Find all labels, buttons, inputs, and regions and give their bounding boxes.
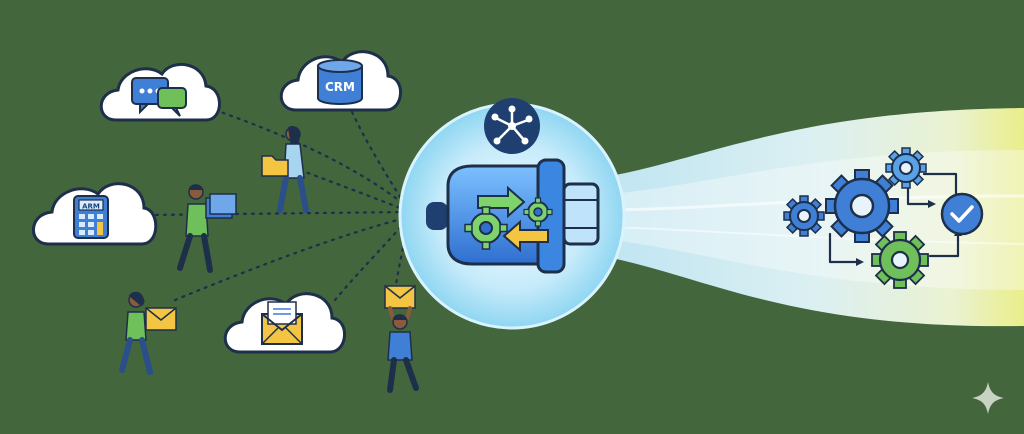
person-carrying-folder (261, 126, 309, 213)
checkmark-circle-icon (940, 192, 984, 236)
document-stack-icon (205, 193, 237, 219)
gear-icon (825, 169, 899, 243)
accounting-cloud: ARM (32, 182, 158, 246)
chat-cloud (99, 63, 221, 122)
network-node-icon (484, 98, 540, 154)
gear-icon (523, 197, 553, 227)
gear-icon (885, 147, 927, 189)
output-workflow (783, 147, 984, 289)
flow-arrow (928, 234, 960, 258)
database-icon: CRM (317, 59, 363, 105)
central-hub (398, 98, 626, 330)
gear-icon (464, 206, 508, 250)
line-person-bottom (173, 216, 407, 302)
envelope-icon (145, 307, 177, 331)
sparkle-icon (972, 382, 1004, 414)
line-crm (350, 110, 407, 207)
envelope-icon (261, 301, 303, 345)
flow-arrow (906, 184, 930, 206)
crm-cloud: CRM (279, 50, 402, 112)
line-chat (213, 108, 407, 207)
flow-arrow (922, 172, 958, 198)
crm-label: CRM (325, 80, 355, 94)
person-carrying-documents (177, 184, 237, 273)
person-carrying-envelope (119, 291, 177, 375)
flow-arrow (828, 232, 858, 264)
line-accounting (146, 210, 407, 217)
chat-bubbles-icon (131, 77, 187, 117)
line-person-top (298, 168, 407, 212)
person-holding-envelope-overhead (384, 285, 419, 393)
calculator-label: ARM (82, 203, 100, 211)
envelope-icon (384, 285, 416, 309)
email-cloud (223, 292, 346, 354)
gear-icon (871, 231, 929, 289)
gear-icon (783, 195, 825, 237)
connector-plug-icon (426, 158, 600, 274)
line-person-right (393, 223, 410, 292)
calculator-icon: ARM (73, 195, 109, 239)
folder-icon (261, 155, 289, 177)
arrow-left-icon (502, 219, 549, 253)
